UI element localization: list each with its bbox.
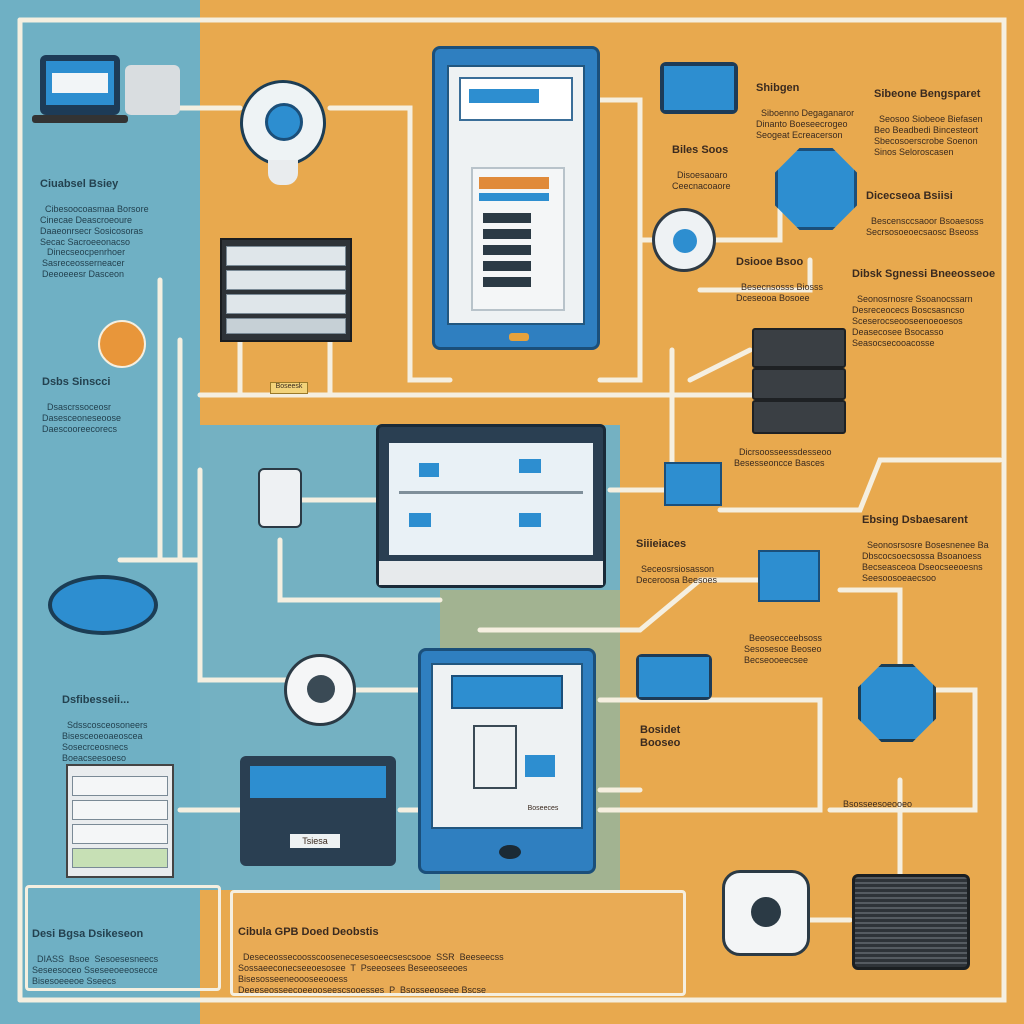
dial-knob-icon (307, 675, 335, 703)
label-left-3-title: Dsbs Sinscci (42, 376, 111, 388)
label-right-5-body: Seonosrsosre Bosesnenee Ba Dbscocsoecsos… (862, 540, 989, 583)
camera-lens-icon (673, 229, 697, 253)
label-mid-dev-body: Disoesaoaro Ceecnacoaore (672, 170, 731, 191)
label-left-1: Ciuabsel Bsiey Cibesoocoasmaa Borsore Ci… (40, 156, 190, 248)
keypad-panel[interactable] (471, 167, 565, 311)
lower-tablet[interactable]: Boseeces (418, 648, 596, 874)
robot-device[interactable] (722, 870, 810, 956)
label-mid-small-body: Seceosrsiosasson Deceroosa Beesoes (636, 564, 718, 585)
label-top-right-body: Seosoo Siobeoe Biefasen Beo Beadbedi Bin… (874, 114, 983, 157)
label-bottom-left-title: Desi Bgsa Dsikeseon (32, 928, 144, 940)
label-right-7-title: Bosidet Booseo (640, 724, 684, 749)
home-button[interactable] (509, 333, 529, 341)
label-bottom-left-body: DIASS Bsoe Sesoesesneecs Seseesoceo Sses… (32, 954, 159, 986)
gauge-dial-icon (265, 103, 303, 141)
label-right-2: Dsiooe Bsoo Besecnsosss Biosss Dceseooa … (736, 234, 846, 304)
bench-monitor-tag: Tsiesa (290, 834, 340, 848)
label-mid-dev-title: Biles Soos (672, 144, 729, 156)
label-left-4: Dsfibesseii... Sdsscosceosoneers Bisesce… (62, 672, 192, 764)
center-monitor[interactable] (376, 424, 606, 588)
label-right-2-body: Besecnsosss Biosss Dceseooa Bosoee (736, 282, 824, 303)
bottom-left-banner (25, 885, 221, 991)
speaker-device[interactable] (852, 874, 970, 970)
label-right-3: Dibsk Sgnessi Bneeosseoe Seonosrnosre Ss… (852, 246, 1002, 349)
monitor-widget-2 (519, 459, 541, 473)
label-right-3-title: Dibsk Sgnessi Bneeosseoe (852, 268, 996, 280)
camera-sensor[interactable] (652, 208, 716, 272)
equipment-rack[interactable] (220, 238, 352, 342)
label-right-3-body: Seonosrnosre Ssoanocssarn Desreceocecs B… (852, 294, 973, 348)
label-bottom-mid-body: Deseceossecoosscoosenecesesoeecsescsooe … (238, 952, 504, 995)
label-bottom-mid-title: Cibula GPB Doed Deobstis (238, 926, 379, 938)
lamp-device[interactable] (48, 575, 158, 635)
server-unit-2[interactable] (752, 368, 846, 400)
label-right-8: Bsosseesoeooeo (838, 788, 928, 810)
label-right-5: Ebsing Dsbaesarent Seonosrsosre Bosesnen… (862, 492, 1002, 584)
lower-tablet-home-button[interactable] (499, 845, 521, 859)
monitor-widget-1 (419, 463, 439, 477)
label-mid-small-title: Siiieiaces (636, 538, 687, 550)
robot-eye-icon (751, 897, 781, 927)
label-right-7: Bosidet Booseo (640, 702, 720, 763)
gauge-device[interactable] (240, 80, 326, 166)
label-top-mid: Shibgen Siboenno Degaganaror Dinanto Boe… (756, 60, 866, 141)
rack-tag: Boseesk (270, 382, 308, 394)
label-left-2: Dinecseocpenrhoer Sasreceosserneacer Dee… (42, 236, 192, 280)
label-bottom-mid: Cibula GPB Doed Deobstis Deseceossecooss… (238, 904, 678, 996)
bench-monitor[interactable]: Tsiesa (240, 756, 396, 866)
label-right-4-body: Dicrsoosseessdesseoo Besesseoncce Basces (734, 447, 832, 468)
control-tablet[interactable] (432, 46, 600, 350)
sensor-probe (268, 160, 298, 185)
label-right-6: Beeosecceebsoss Sesosesoe Beoseo Becseoo… (744, 622, 854, 666)
server-unit-3[interactable] (752, 400, 846, 434)
lower-tablet-banner (451, 675, 563, 709)
small-laptop[interactable] (660, 62, 738, 114)
label-right-4: Dicrsoosseessdesseoo Besesseoncce Basces (734, 436, 864, 469)
label-left-3: Dsbs Sinscci Dsascrssoceosr Dasesceonese… (42, 354, 152, 435)
monitor-widget-4 (519, 513, 541, 527)
label-left-4-body: Sdsscosceosoneers Bisesceoeoaeoscea Sose… (62, 720, 148, 763)
bottom-center-banner (230, 890, 686, 996)
label-top-mid-title: Shibgen (756, 82, 800, 94)
label-mid-small: Siiieiaces Seceosrsiosasson Deceroosa Be… (636, 516, 746, 586)
monitor-widget-3 (409, 513, 431, 527)
printer-device[interactable] (758, 550, 820, 602)
laptop-base (32, 115, 128, 123)
tablet-screen-header (459, 77, 573, 121)
hex-controller[interactable] (775, 148, 857, 230)
display-lower-right[interactable] (636, 654, 712, 700)
label-mid-dev: Biles Soos Disoesaoaro Ceecnacoaore (672, 122, 772, 192)
laptop-device[interactable] (40, 55, 120, 115)
router-device[interactable] (125, 65, 180, 115)
label-top-right-title: Sibeone Bengsparet (874, 88, 981, 100)
label-right-5-title: Ebsing Dsbaesarent (862, 514, 968, 526)
lower-tablet-tag: Boseeces (523, 805, 563, 815)
label-right-8-body: Bsosseesoeooeo (843, 799, 913, 809)
label-left-3-body: Dsascrssoceosr Dasesceoneseoose Daescoor… (42, 402, 122, 434)
mid-right-laptop[interactable] (664, 462, 722, 506)
label-right-2-title: Dsiooe Bsoo (736, 256, 804, 268)
lower-rack[interactable] (66, 764, 174, 878)
hex-controller-2[interactable] (858, 664, 936, 742)
label-right-1-title: Dicecseoa Bsiisi (866, 190, 953, 202)
label-left-2-body: Dinecseocpenrhoer Sasreceosserneacer Dee… (42, 247, 126, 279)
label-left-1-title: Ciuabsel Bsiey (40, 178, 119, 190)
label-top-right: Sibeone Bengsparet Seosoo Siobeoe Biefas… (874, 66, 999, 158)
label-bottom-left: Desi Bgsa Dsikeseon DIASS Bsoe Sesoesesn… (32, 906, 212, 987)
label-left-1-body: Cibesoocoasmaa Borsore Cinecae Deascroeo… (40, 204, 149, 247)
lower-tablet-chip (525, 755, 555, 777)
dial-sensor[interactable] (284, 654, 356, 726)
lower-tablet-diagram (473, 725, 517, 789)
plug-icon (98, 320, 146, 368)
server-unit-1[interactable] (752, 328, 846, 368)
inline-sensor[interactable] (258, 468, 302, 528)
label-right-1: Dicecseoa Bsiisi Bescensccsaoor Bsoaesos… (866, 168, 996, 238)
label-left-4-title: Dsfibesseii... (62, 694, 130, 706)
label-top-mid-body: Siboenno Degaganaror Dinanto Boeseecroge… (756, 108, 855, 140)
label-right-6-body: Beeosecceebsoss Sesosesoe Beoseo Becseoo… (744, 633, 823, 665)
monitor-base (379, 561, 603, 585)
label-right-1-body: Bescensccsaoor Bsoaesoss Secrsosoeoecsao… (866, 216, 984, 237)
